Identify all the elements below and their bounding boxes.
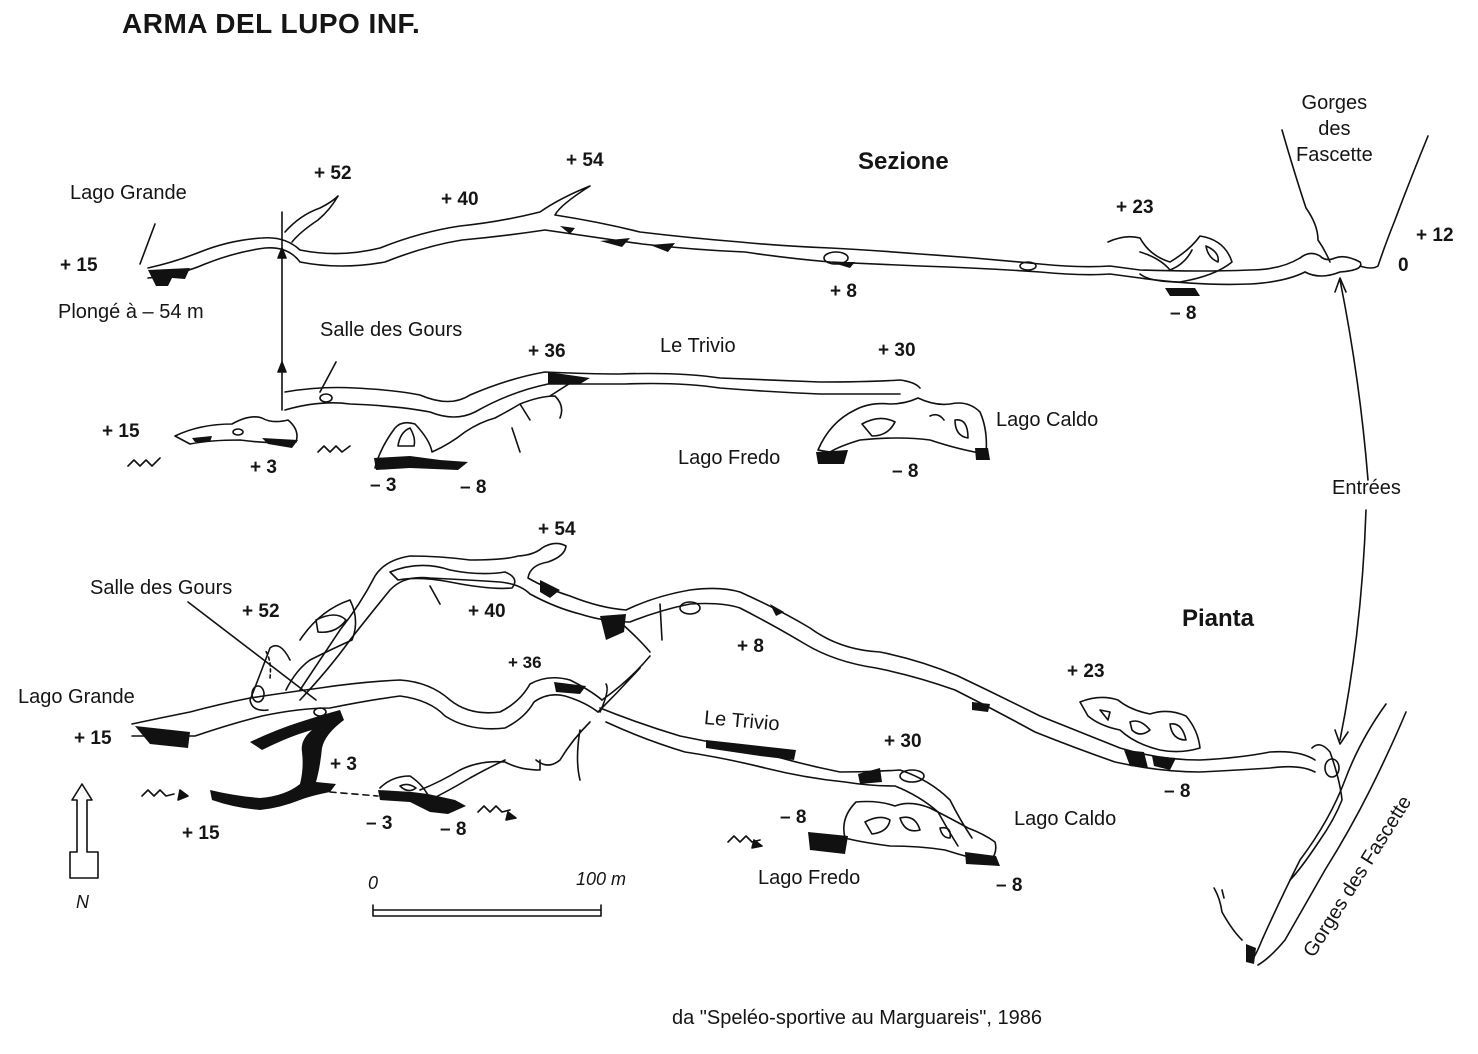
section-depth-15-upper: + 15 bbox=[60, 255, 98, 276]
scale-start-label: 0 bbox=[368, 873, 379, 893]
plan-label-lago-grande: Lago Grande bbox=[18, 686, 135, 708]
section-label-lago-grande: Lago Grande bbox=[70, 182, 187, 204]
plan-label-lago-caldo: Lago Caldo bbox=[1014, 808, 1117, 830]
plan-depth-15-south: + 15 bbox=[182, 823, 220, 844]
section-lower-water bbox=[192, 372, 990, 470]
plan-depth-23: + 23 bbox=[1067, 661, 1105, 682]
section-upper-passage bbox=[148, 186, 1361, 284]
section-depth-52: + 52 bbox=[314, 163, 352, 184]
section-label-lago-caldo: Lago Caldo bbox=[996, 409, 1099, 431]
scale-bar bbox=[373, 905, 601, 916]
section-label-gorges: Gorges des Fascette bbox=[1296, 92, 1373, 166]
plan-label-salle-gours: Salle des Gours bbox=[90, 577, 233, 599]
plan-depth-plus8: + 8 bbox=[737, 636, 764, 657]
section-depth-3: + 3 bbox=[250, 457, 277, 478]
plan-passages bbox=[132, 543, 1339, 862]
section-depth-23: + 23 bbox=[1116, 197, 1154, 218]
section-depth-12: + 12 bbox=[1416, 225, 1454, 246]
section-depth-54: + 54 bbox=[566, 150, 604, 171]
scale-end-label: 100 m bbox=[576, 869, 627, 889]
section-depth-plus8: + 8 bbox=[830, 281, 857, 302]
plan-depth-minus8-a: – 8 bbox=[440, 819, 467, 840]
section-depth-36: + 36 bbox=[528, 341, 566, 362]
section-depth-minus3: – 3 bbox=[370, 475, 397, 496]
entrees-arrows bbox=[1335, 278, 1368, 744]
section-links bbox=[128, 212, 350, 466]
section-label-lago-fredo: Lago Fredo bbox=[678, 447, 781, 469]
section-label-le-trivio: Le Trivio bbox=[660, 335, 736, 357]
section-depth-40: + 40 bbox=[441, 189, 479, 210]
section-upper-water bbox=[148, 226, 1200, 296]
plan-depth-30: + 30 bbox=[884, 731, 922, 752]
plan-depth-minus8-c: – 8 bbox=[996, 875, 1023, 896]
plan-depth-minus8-d: – 8 bbox=[1164, 781, 1191, 802]
source-credit: da "Speléo-sportive au Marguareis", 1986 bbox=[672, 1007, 1042, 1029]
section-depth-15-lower: + 15 bbox=[102, 421, 140, 442]
section-depth-minus8: – 8 bbox=[1170, 303, 1197, 324]
gorges-walls-section bbox=[1282, 130, 1428, 268]
section-heading: Sezione bbox=[858, 148, 949, 175]
section-lower-passage bbox=[175, 372, 986, 468]
plan-label-lago-fredo: Lago Fredo bbox=[758, 867, 861, 889]
plan-depth-52: + 52 bbox=[242, 601, 280, 622]
plan-depth-40: + 40 bbox=[468, 601, 506, 622]
section-depth-30: + 30 bbox=[878, 340, 916, 361]
plan-depth-minus3: – 3 bbox=[366, 813, 393, 834]
plan-heading: Pianta bbox=[1182, 605, 1255, 632]
section-depth-minus8-b: – 8 bbox=[460, 477, 487, 498]
plan-depth-15-west: + 15 bbox=[74, 728, 112, 749]
section-depth-minus8-c: – 8 bbox=[892, 461, 919, 482]
north-arrow bbox=[70, 784, 98, 878]
north-label: N bbox=[76, 892, 89, 912]
section-depth-0: 0 bbox=[1398, 255, 1409, 276]
plan-depth-54: + 54 bbox=[538, 519, 576, 540]
section-label-plonge: Plongé à – 54 m bbox=[58, 301, 204, 323]
plan-gorges-walls bbox=[1214, 704, 1406, 965]
label-entrees: Entrées bbox=[1332, 477, 1401, 499]
plan-misc bbox=[142, 602, 762, 848]
plan-water bbox=[135, 580, 1256, 964]
plan-depth-3: + 3 bbox=[330, 754, 357, 775]
plan-depth-minus8-b: – 8 bbox=[780, 807, 807, 828]
section-label-salle-gours: Salle des Gours bbox=[320, 319, 463, 341]
map-title: ARMA DEL LUPO INF. bbox=[122, 8, 421, 39]
plan-depth-36: + 36 bbox=[508, 653, 542, 672]
